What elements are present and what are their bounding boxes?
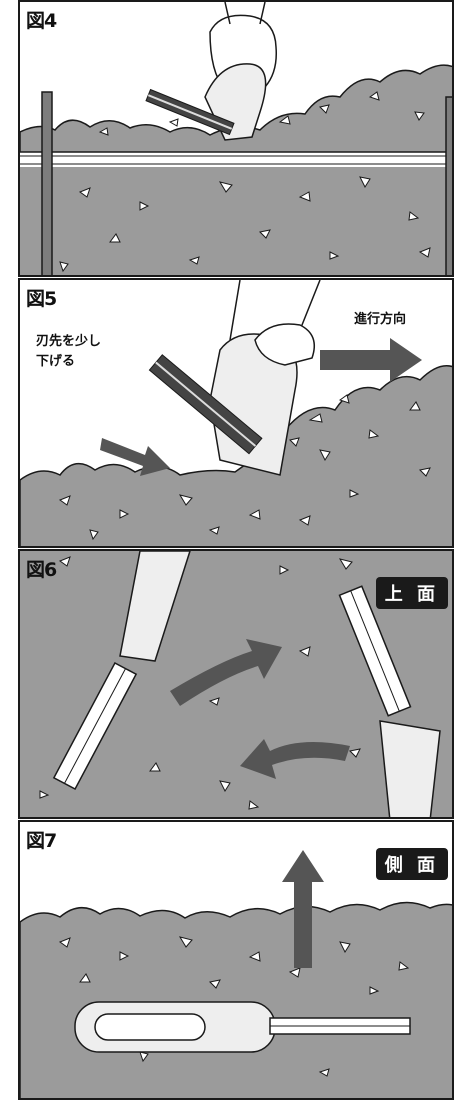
swing-arrow-left bbox=[240, 739, 350, 779]
figure-7-illustration bbox=[20, 850, 452, 1098]
guide-post-left bbox=[41, 91, 53, 275]
travel-direction-label: 進行方向 bbox=[354, 312, 407, 327]
trimmer-left-top-view bbox=[52, 551, 191, 791]
figure-7-label: 図7 bbox=[26, 830, 57, 852]
hedge-foliage bbox=[20, 901, 452, 1098]
gloved-hand bbox=[254, 323, 315, 366]
hedge-foliage bbox=[20, 365, 452, 546]
figure-5-label: 図5 bbox=[26, 288, 57, 310]
figure-6-panel: 図6 上 面 bbox=[18, 549, 454, 819]
figure-6-label: 図6 bbox=[26, 559, 57, 581]
side-view-badge: 側 面 bbox=[375, 848, 448, 880]
hedge-body bbox=[20, 167, 452, 275]
figure-5-illustration bbox=[20, 280, 452, 546]
figure-5-panel: 図5 進行方向 刃先を少し 下げる bbox=[18, 278, 454, 548]
blade-note-line2: 下げる bbox=[36, 354, 76, 369]
push-arrow bbox=[100, 438, 170, 476]
top-view-badge: 上 面 bbox=[375, 577, 448, 609]
figure-6-illustration bbox=[39, 551, 441, 817]
blade-note-line1: 刃先を少し bbox=[36, 334, 102, 349]
figure-4-illustration bbox=[20, 2, 452, 275]
figure-4-label: 図4 bbox=[26, 10, 57, 32]
trimmer-blade bbox=[148, 354, 263, 455]
trimmer-right-top-view bbox=[338, 585, 441, 817]
trimmer-side-view bbox=[74, 1001, 411, 1053]
guide-post-right bbox=[445, 96, 452, 275]
swing-arrow-right bbox=[170, 639, 282, 706]
lift-arrow bbox=[282, 850, 324, 968]
figure-4-panel: 図4 bbox=[18, 0, 454, 277]
figure-7-panel: 図7 側 面 bbox=[18, 820, 454, 1100]
trimmer-blade bbox=[145, 88, 235, 136]
travel-direction-arrow bbox=[320, 338, 422, 382]
